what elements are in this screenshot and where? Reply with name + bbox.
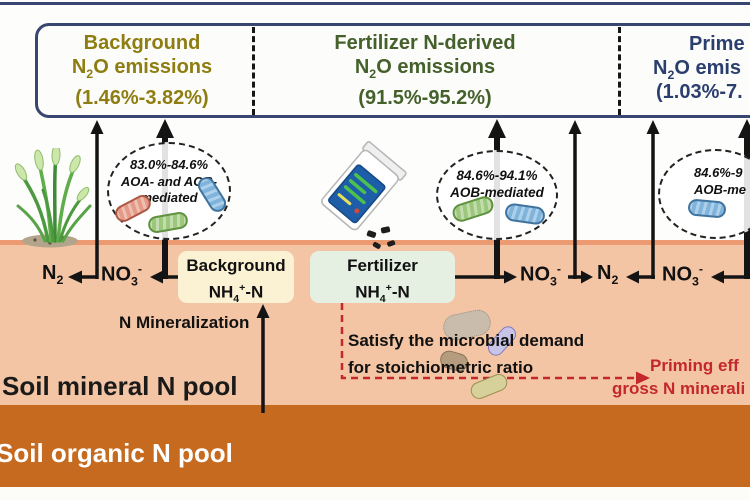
background-nh4-line1: Background [186, 256, 286, 275]
background-nh4-box: Background NH4+-N [178, 251, 294, 305]
nitrogen-chain-lines [80, 275, 750, 413]
fertilizer-emissions-line3: (91.5%-95.2%) [358, 87, 492, 109]
n2-label-right: N2 [597, 262, 619, 287]
oval1-pct: 83.0%-84.6% [129, 157, 209, 172]
banner-divider-right [618, 27, 621, 115]
background-emissions-line2: N2O emissions [71, 56, 213, 81]
primed-emissions-line1: Prime [689, 33, 745, 55]
fertilizer-nh4-line1: Fertilizer [347, 256, 418, 275]
background-nh4-line2: NH4+-N [208, 282, 264, 306]
soil-organic-band [0, 405, 750, 487]
oval-fertilizer-mediation: 84.6%-94.1% AOB-mediated [436, 150, 558, 240]
top-border-line [0, 2, 750, 5]
primed-emissions-line2: N2O emis [653, 57, 742, 82]
fertilizer-nh4-box: Fertilizer NH4+-N [310, 251, 455, 305]
background-emissions-title: Background N2O emissions (1.46%-3.82%) [42, 31, 242, 110]
oval1-text2: mediated [140, 190, 198, 205]
n2-label-left: N2 [42, 262, 64, 287]
background-emissions-line3: (1.46%-3.82%) [75, 87, 209, 109]
oval1-text1: AOA- and AOB- [120, 173, 218, 189]
fertilizer-emissions-line2: N2O emissions [354, 56, 496, 81]
oval2-text1: AOB-mediated [450, 185, 544, 200]
satisfy-demand-line2: for stoichiometric ratio [348, 358, 534, 377]
bottom-margin [0, 487, 750, 500]
priming-effect-line1: Priming eff [650, 356, 739, 375]
fertilizer-nh4-line2: NH4+-N [355, 282, 410, 306]
priming-dashed-arrow [340, 303, 650, 385]
oval3-pct: 84.6%-9 [694, 165, 743, 180]
emission-arrows-thin [95, 132, 655, 279]
oval3-text1: AOB-me [694, 181, 747, 197]
n-mineralization-label: N Mineralization [119, 313, 250, 332]
fertilizer-emissions-title: Fertilizer N-derived N2O emissions (91.5… [240, 31, 610, 110]
no3-label-left: NO3- [101, 262, 143, 289]
blue-bacterium-icon [687, 198, 727, 219]
soil-organic-pool-label: Soil organic N pool [0, 438, 233, 468]
primed-emissions-line3: (1.03%-7. [656, 81, 743, 103]
fertilizer-granules [366, 226, 396, 258]
emissions-banner [35, 23, 750, 118]
no3-label-right1: NO3- [520, 262, 562, 289]
priming-effect-line2: gross N minerali [612, 379, 746, 398]
no3-label-right2: NO3- [662, 262, 704, 289]
oval2-pct: 84.6%-94.1% [456, 168, 538, 183]
nitrogen-chain-arrowheads [68, 270, 724, 318]
plant-icon [14, 148, 92, 248]
banner-divider-left [252, 27, 255, 115]
satisfy-demand-line1: Satisfy the microbial demand [348, 331, 585, 350]
background-emissions-line1: Background [83, 32, 201, 54]
fertilizer-bag-icon [321, 141, 407, 258]
soil-mineral-pool-label: Soil mineral N pool [2, 371, 238, 401]
oval-primed-mediation: 84.6%-9 AOB-me [658, 149, 750, 239]
fertilizer-emissions-line1: Fertilizer N-derived [334, 32, 516, 54]
emission-arrowheads [90, 119, 750, 138]
